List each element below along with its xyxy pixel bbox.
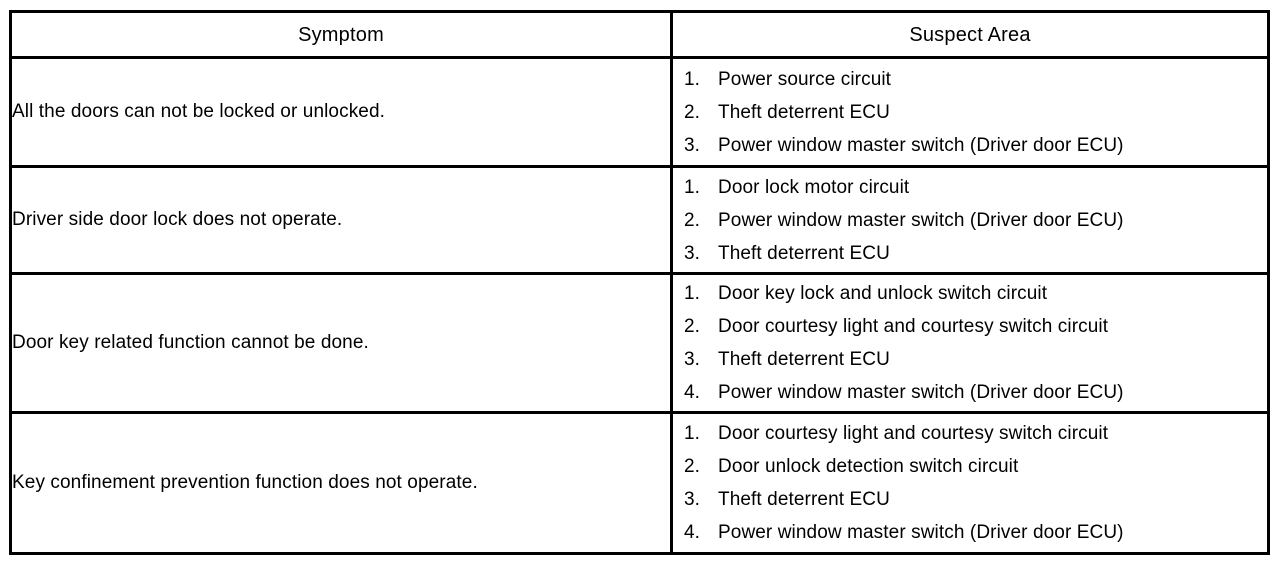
list-item-number: 3.: [684, 134, 701, 156]
suspect-area-cell: 1. Door courtesy light and courtesy swit…: [670, 411, 1270, 555]
list-item-label: Theft deterrent ECU: [718, 242, 890, 264]
list-item: 4. Power window master switch (Driver do…: [673, 516, 1267, 549]
column-header-suspect-area: Suspect Area: [670, 10, 1270, 59]
list-item-number: 3.: [684, 349, 701, 370]
list-item-number: 4.: [684, 522, 701, 543]
column-header-symptom: Symptom: [9, 10, 673, 59]
suspect-area-cell: 1. Power source circuit 2. Theft deterre…: [670, 56, 1270, 168]
list-item-label: Power window master switch (Driver door …: [718, 134, 1124, 156]
column-header-suspect-area-label: Suspect Area: [909, 23, 1031, 46]
suspect-area-list: 1. Power source circuit 2. Theft deterre…: [673, 63, 1267, 162]
list-item-number: 4.: [684, 382, 701, 403]
symptom-cell: Door key related function cannot be done…: [9, 272, 673, 414]
symptom-text: Door key related function cannot be done…: [12, 332, 369, 353]
list-item-label: Theft deterrent ECU: [718, 101, 890, 123]
list-item: 4. Power window master switch (Driver do…: [673, 376, 1267, 409]
list-item-label: Door unlock detection switch circuit: [718, 456, 1019, 477]
symptom-cell: Key confinement prevention function does…: [9, 411, 673, 555]
list-item-label: Power window master switch (Driver door …: [718, 382, 1124, 403]
list-item: 1. Door key lock and unlock switch circu…: [673, 277, 1267, 310]
table-header-row: Symptom Suspect Area: [9, 10, 1270, 59]
symptom-text: Driver side door lock does not operate.: [12, 209, 343, 230]
list-item: 2. Door courtesy light and courtesy swit…: [673, 310, 1267, 343]
list-item-label: Door courtesy light and courtesy switch …: [718, 316, 1109, 337]
table-row: Key confinement prevention function does…: [9, 411, 1270, 555]
list-item: 1. Door courtesy light and courtesy swit…: [673, 417, 1267, 450]
table-body: All the doors can not be locked or unloc…: [9, 56, 1270, 555]
list-item-label: Power source circuit: [718, 68, 892, 90]
suspect-area-list: 1. Door lock motor circuit 2. Power wind…: [673, 171, 1267, 270]
symptom-text: All the doors can not be locked or unloc…: [12, 101, 386, 122]
list-item-number: 2.: [684, 209, 701, 231]
table-row: Door key related function cannot be done…: [9, 272, 1270, 414]
table-header: Symptom Suspect Area: [9, 10, 1270, 59]
list-item-number: 2.: [684, 101, 701, 123]
table-row: Driver side door lock does not operate. …: [9, 165, 1270, 275]
suspect-area-list: 1. Door key lock and unlock switch circu…: [673, 277, 1267, 409]
list-item-number: 2.: [684, 316, 701, 337]
suspect-area-list: 1. Door courtesy light and courtesy swit…: [673, 417, 1267, 549]
table-row: All the doors can not be locked or unloc…: [9, 56, 1270, 168]
problem-symptoms-table: Symptom Suspect Area All the doors can n…: [9, 10, 1270, 555]
list-item: 1. Door lock motor circuit: [673, 171, 1267, 204]
symptom-cell: All the doors can not be locked or unloc…: [9, 56, 673, 168]
list-item: 3. Theft deterrent ECU: [673, 483, 1267, 516]
column-header-symptom-label: Symptom: [298, 23, 384, 46]
list-item: 3. Theft deterrent ECU: [673, 237, 1267, 270]
list-item-number: 1.: [684, 68, 701, 90]
list-item-number: 2.: [684, 456, 701, 477]
list-item-number: 3.: [684, 242, 701, 264]
suspect-area-cell: 1. Door key lock and unlock switch circu…: [670, 272, 1270, 414]
list-item: 2. Door unlock detection switch circuit: [673, 450, 1267, 483]
list-item-label: Power window master switch (Driver door …: [718, 522, 1124, 543]
list-item-number: 1.: [684, 423, 701, 444]
list-item-label: Door courtesy light and courtesy switch …: [718, 423, 1109, 444]
list-item-label: Door lock motor circuit: [718, 176, 910, 198]
list-item-label: Theft deterrent ECU: [718, 349, 890, 370]
list-item-number: 1.: [684, 283, 701, 304]
list-item-label: Theft deterrent ECU: [718, 489, 890, 510]
list-item-label: Power window master switch (Driver door …: [718, 209, 1124, 231]
list-item: 2. Theft deterrent ECU: [673, 96, 1267, 129]
list-item: 1. Power source circuit: [673, 63, 1267, 96]
symptom-cell: Driver side door lock does not operate.: [9, 165, 673, 275]
suspect-area-cell: 1. Door lock motor circuit 2. Power wind…: [670, 165, 1270, 275]
list-item-number: 1.: [684, 176, 701, 198]
list-item-number: 3.: [684, 489, 701, 510]
list-item: 2. Power window master switch (Driver do…: [673, 204, 1267, 237]
list-item: 3. Power window master switch (Driver do…: [673, 129, 1267, 162]
list-item: 3. Theft deterrent ECU: [673, 343, 1267, 376]
list-item-label: Door key lock and unlock switch circuit: [718, 283, 1048, 304]
symptom-text: Key confinement prevention function does…: [12, 472, 478, 493]
